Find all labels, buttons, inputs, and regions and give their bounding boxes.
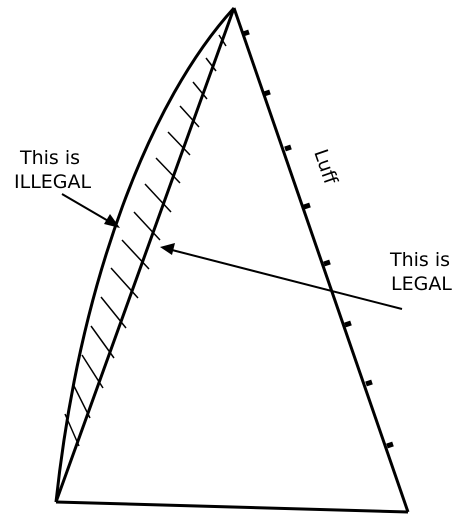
- legal-label-line2: LEGAL: [391, 273, 452, 295]
- foot-line: [55, 500, 409, 514]
- illegal-arrow: [61, 193, 120, 228]
- luff-line: [232, 7, 410, 513]
- curved-leech: [54, 6, 236, 503]
- luff-label: Luff: [309, 146, 342, 187]
- straight-leech: [54, 7, 236, 503]
- illegal-label-line1: This is: [19, 147, 80, 169]
- luff-ticks: [242, 29, 394, 449]
- legal-arrow: [160, 243, 403, 310]
- illegal-label-line2: ILLEGAL: [14, 171, 92, 193]
- legal-label-line1: This is: [389, 249, 450, 271]
